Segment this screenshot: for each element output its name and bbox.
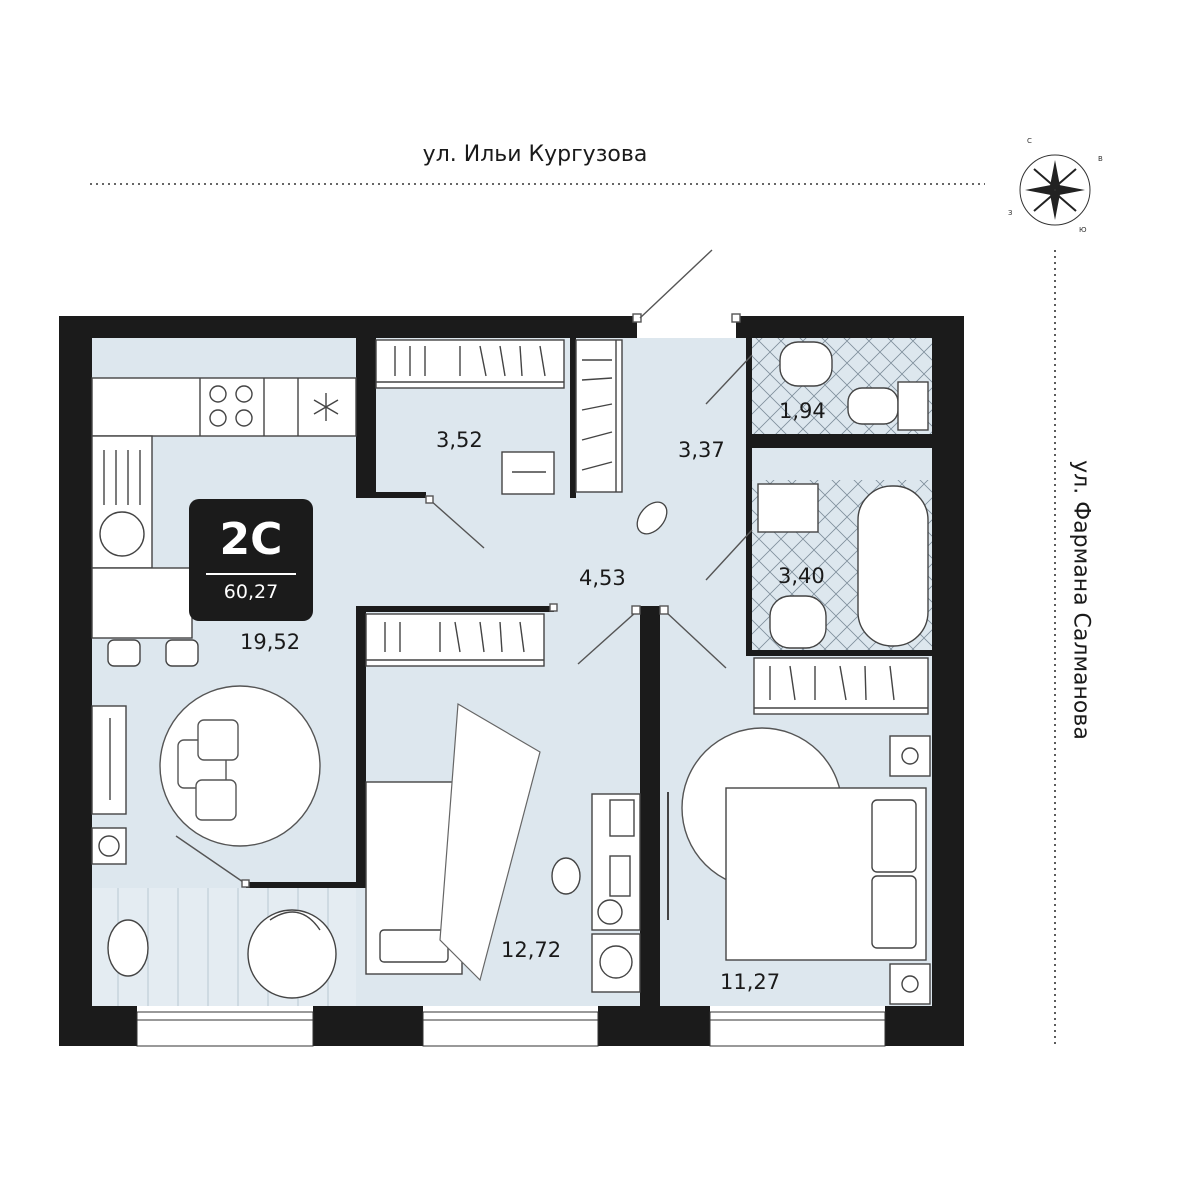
kitchen-sink-icon: [99, 450, 145, 557]
compass-east-label: В: [1098, 155, 1103, 163]
windows: [136, 1011, 886, 1047]
rug-left: [439, 702, 541, 982]
room-area-bathroom: 3,40: [778, 564, 825, 588]
fridge-snowflake-icon: [313, 393, 339, 421]
compass-west-label: З: [1008, 209, 1013, 217]
interior-doors: [175, 354, 753, 888]
compass-icon: [1019, 154, 1091, 226]
round-rug-living: [159, 685, 321, 847]
cat-icon: [636, 501, 668, 535]
kitchen-counter: [91, 377, 357, 639]
room-area-bedroom-right: 11,27: [720, 970, 781, 994]
compass-south-label: Ю: [1079, 226, 1087, 234]
toilet-room-fixtures: [779, 341, 929, 431]
room-area-corridor: 4,53: [579, 566, 626, 590]
street-name-top: ул. Ильи Кургузова: [422, 142, 648, 167]
walls: [59, 316, 964, 1046]
cooktop-icon: [209, 385, 253, 427]
dining-chairs: [107, 639, 199, 667]
room-area-toilet: 1,94: [779, 399, 826, 423]
room-area-living-kitchen: 19,52: [240, 630, 301, 654]
bed-right: [725, 787, 927, 961]
room-area-hall: 3,37: [678, 438, 725, 462]
entrance-door: [632, 249, 741, 323]
apartment-total-area: 60,27: [223, 581, 279, 603]
badge-divider: [206, 573, 296, 575]
compass-north-label: С: [1027, 137, 1032, 145]
apartment-badge: 2С 60,27: [189, 499, 313, 621]
desk-left: [551, 793, 641, 993]
apartment-type: 2С: [219, 514, 283, 565]
nightstands: [889, 735, 931, 1005]
armchair-balcony: [247, 909, 337, 999]
room-area-storage: 3,52: [436, 428, 483, 452]
bathroom-fixtures: [757, 483, 929, 649]
pet-on-balcony: [107, 919, 149, 977]
tv-unit: [91, 705, 127, 865]
room-area-bedroom-left: 12,72: [501, 938, 562, 962]
